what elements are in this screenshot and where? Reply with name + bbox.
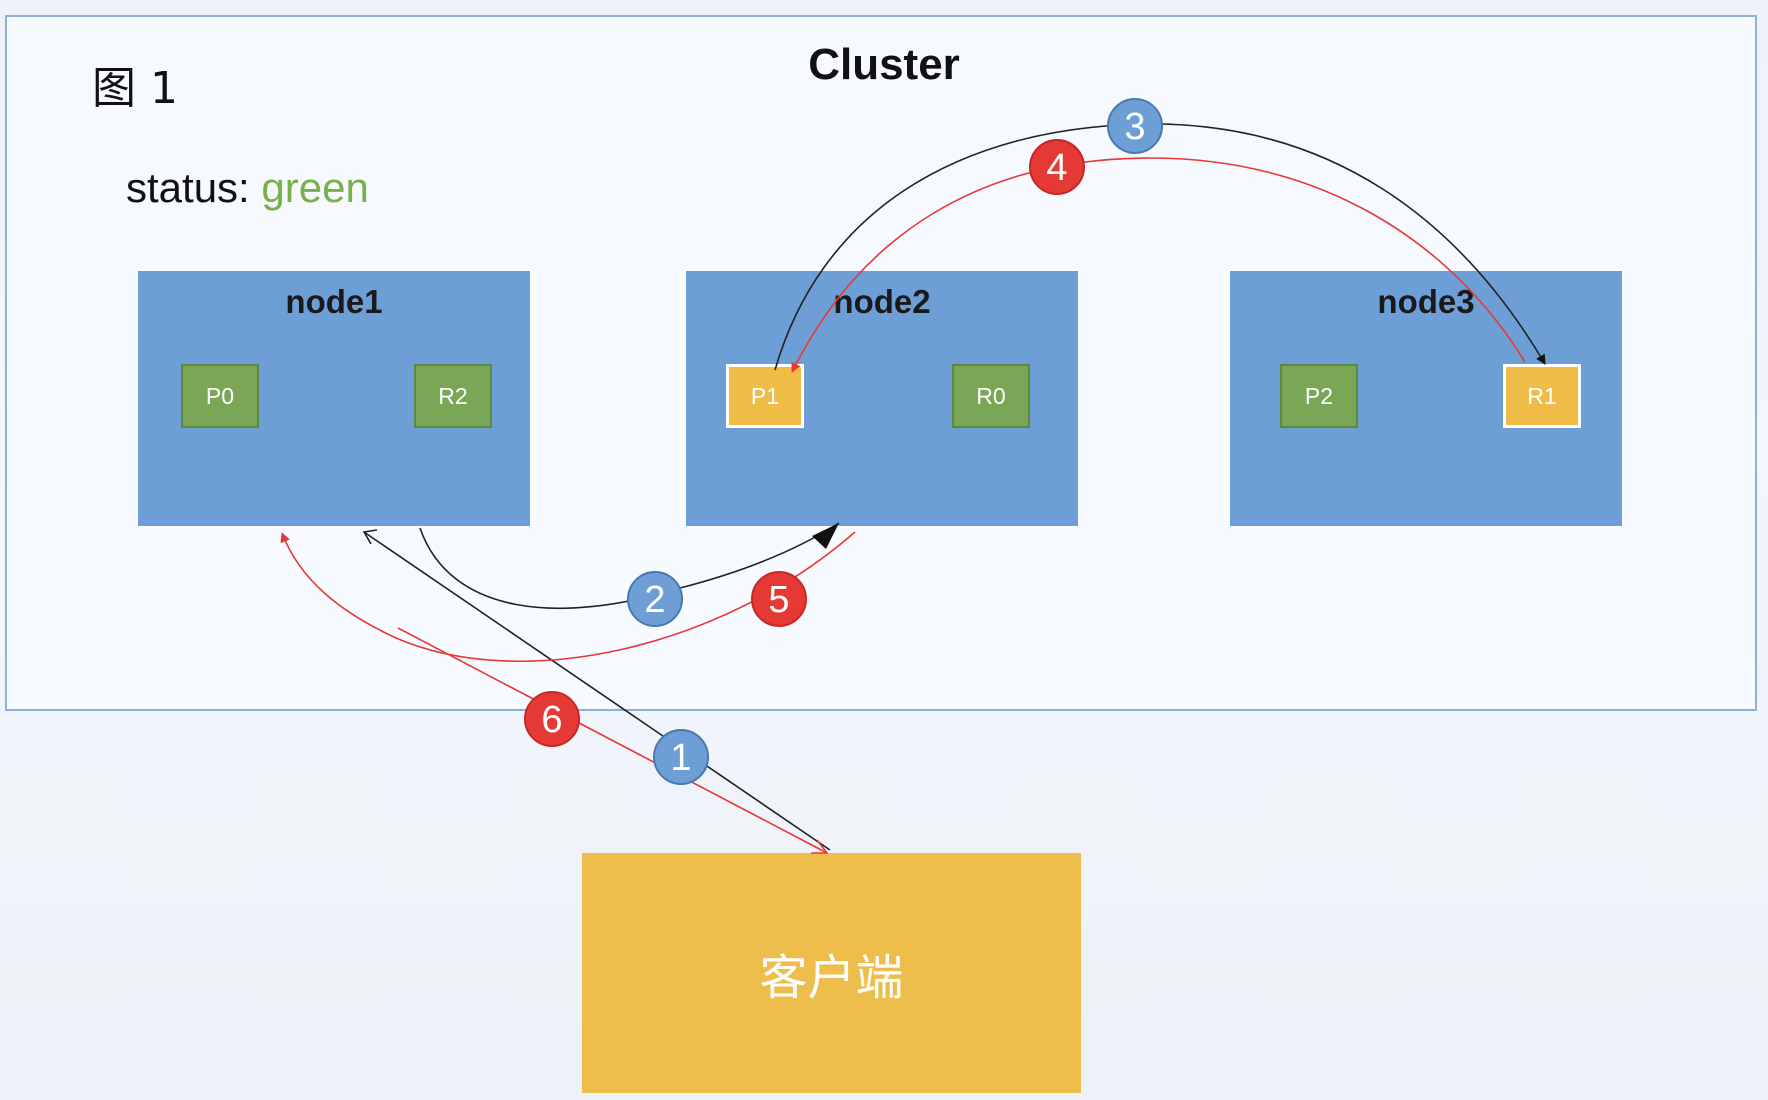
step-number: 1 (670, 737, 691, 779)
arrow-step-1 (363, 531, 831, 851)
arrow-step-4 (791, 157, 1526, 373)
client-box[interactable]: 客户端 (582, 853, 1081, 1093)
shard-p1[interactable]: P1 (726, 364, 804, 428)
arrowhead-step-1 (362, 529, 378, 545)
shard-r1[interactable]: R1 (1503, 364, 1581, 428)
step-badge-3: 3 (1107, 98, 1163, 154)
step-badge-2: 2 (627, 571, 683, 627)
step-number: 4 (1046, 147, 1067, 189)
node-3[interactable]: node3 P2 R1 (1230, 271, 1622, 526)
node-2[interactable]: node2 P1 R0 (686, 271, 1078, 526)
arrowhead-step-2 (812, 523, 839, 549)
step-badge-1: 1 (653, 729, 709, 785)
node-label: node2 (833, 283, 931, 320)
arrowhead-step-6 (811, 839, 829, 854)
shard-r0[interactable]: R0 (952, 364, 1030, 428)
shard-p2[interactable]: P2 (1280, 364, 1358, 428)
arrow-step-3 (774, 123, 1546, 371)
step-badge-4: 4 (1029, 139, 1085, 195)
step-badge-6: 6 (524, 691, 580, 747)
node-label: node1 (285, 283, 383, 320)
step-number: 2 (644, 579, 665, 621)
status-label: status: (126, 164, 262, 211)
step-number: 3 (1124, 106, 1145, 148)
figure-label: 图 1 (92, 63, 178, 114)
status-value: green (261, 164, 369, 211)
shard-r2[interactable]: R2 (414, 364, 492, 428)
step-number: 5 (768, 579, 789, 621)
shard-p0[interactable]: P0 (181, 364, 259, 428)
arrow-step-6 (397, 627, 828, 854)
node-label: node3 (1377, 283, 1475, 320)
arrow-step-5 (280, 531, 856, 662)
cluster-title: Cluster (808, 40, 960, 89)
cluster-status: status: green (126, 164, 369, 212)
step-badge-5: 5 (751, 571, 807, 627)
step-number: 6 (541, 699, 562, 741)
node-1[interactable]: node1 P0 R2 (138, 271, 530, 526)
